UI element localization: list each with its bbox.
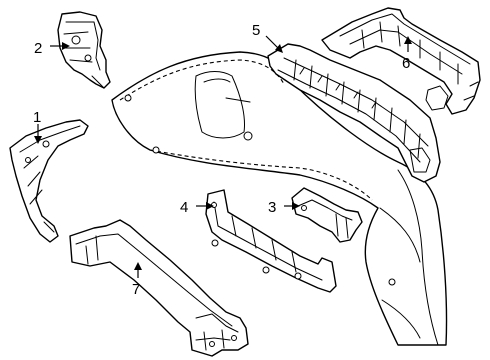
- part-4-rail: [205, 189, 337, 293]
- mount-hole-icon: [124, 94, 132, 102]
- callout-labels: 2 1 4 3 5 6 7: [33, 22, 410, 298]
- mount-hole-icon: [42, 140, 50, 148]
- callout-leaders: [34, 35, 412, 278]
- callout-6: 6: [402, 55, 410, 72]
- part-1-guide: [9, 119, 89, 243]
- part-3-bracket: [291, 187, 363, 243]
- arrowhead-icon: [206, 202, 214, 210]
- mount-hole-icon: [388, 278, 396, 286]
- callout-5: 5: [252, 22, 260, 39]
- arrowhead-icon: [404, 36, 412, 44]
- mount-hole-icon: [84, 54, 92, 62]
- part-7-impact-bar: [69, 219, 249, 357]
- arrowhead-icon: [275, 44, 283, 53]
- part-2-bracket: [57, 11, 111, 89]
- mount-hole-icon: [231, 335, 237, 341]
- callout-2: 2: [34, 40, 42, 57]
- mount-hole-icon: [25, 157, 31, 163]
- mount-hole-icon: [209, 341, 215, 347]
- mount-hole-icon: [152, 146, 160, 154]
- arrowhead-icon: [134, 262, 142, 270]
- mount-hole-icon: [294, 272, 302, 280]
- part-5-absorber: [267, 43, 441, 183]
- callout-3: 3: [268, 199, 276, 216]
- mount-hole-icon: [71, 35, 81, 45]
- mount-hole-icon: [262, 266, 270, 274]
- callout-4: 4: [180, 199, 188, 216]
- part-6-bracket: [321, 7, 481, 115]
- mount-hole-icon: [243, 131, 253, 141]
- callout-7: 7: [132, 281, 140, 298]
- arrowhead-icon: [34, 136, 42, 144]
- arrowhead-icon: [62, 42, 70, 50]
- mount-hole-icon: [301, 205, 307, 211]
- callout-1: 1: [33, 109, 41, 126]
- mount-hole-icon: [211, 239, 219, 247]
- arrowhead-icon: [292, 202, 300, 210]
